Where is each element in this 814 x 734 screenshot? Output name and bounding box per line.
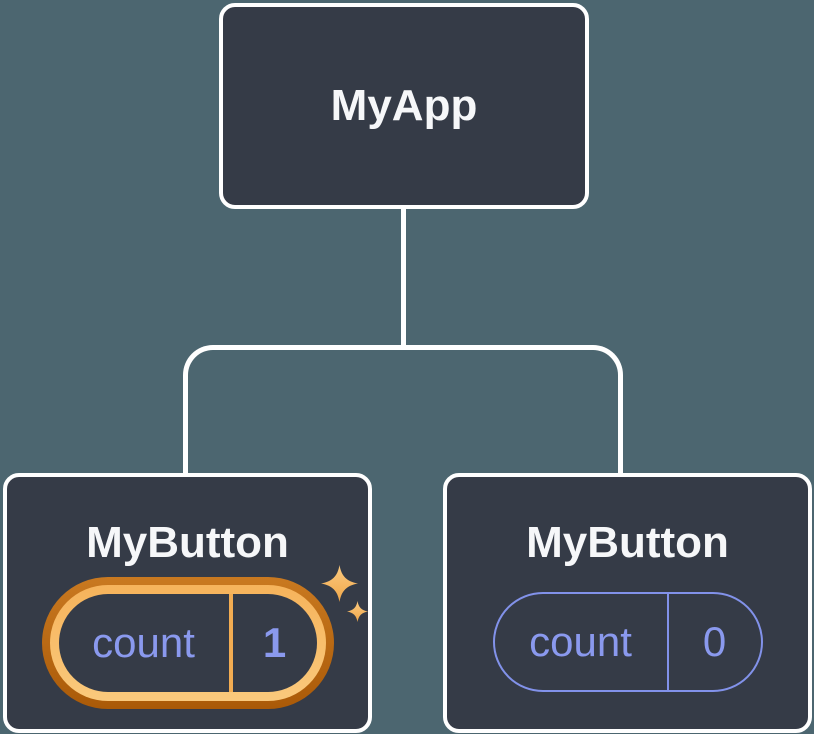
pill-divider	[666, 594, 669, 690]
state-pill-highlighted: count 1	[41, 577, 334, 709]
state-value-label: 0	[702, 618, 727, 665]
state-pill-gold-ring: count 1	[49, 585, 326, 701]
node-myapp: MyApp	[219, 3, 589, 209]
node-mybutton-right: MyButton count 0	[443, 473, 812, 733]
state-key-cell: count	[495, 594, 667, 690]
connector-root-stem	[401, 205, 406, 350]
sparkle-icon-large	[321, 565, 358, 602]
state-pill-core: count 1	[58, 594, 317, 692]
state-pill-plain: count 0	[492, 592, 763, 692]
state-value-cell: 0	[669, 594, 761, 690]
connector-branch-bracket	[183, 345, 623, 480]
state-value-label: 1	[262, 619, 287, 666]
sparkle-icon-small	[347, 601, 368, 622]
state-key-label: count	[529, 618, 632, 665]
state-key-label: count	[92, 619, 195, 666]
node-mybutton-right-label: MyButton	[526, 518, 729, 567]
state-key-cell: count	[59, 594, 229, 692]
node-mybutton-left-label: MyButton	[86, 518, 289, 567]
state-value-cell: 1	[233, 594, 317, 692]
node-myapp-label: MyApp	[330, 81, 478, 130]
pill-divider	[228, 594, 233, 692]
node-mybutton-left: MyButton count 1	[3, 473, 372, 733]
